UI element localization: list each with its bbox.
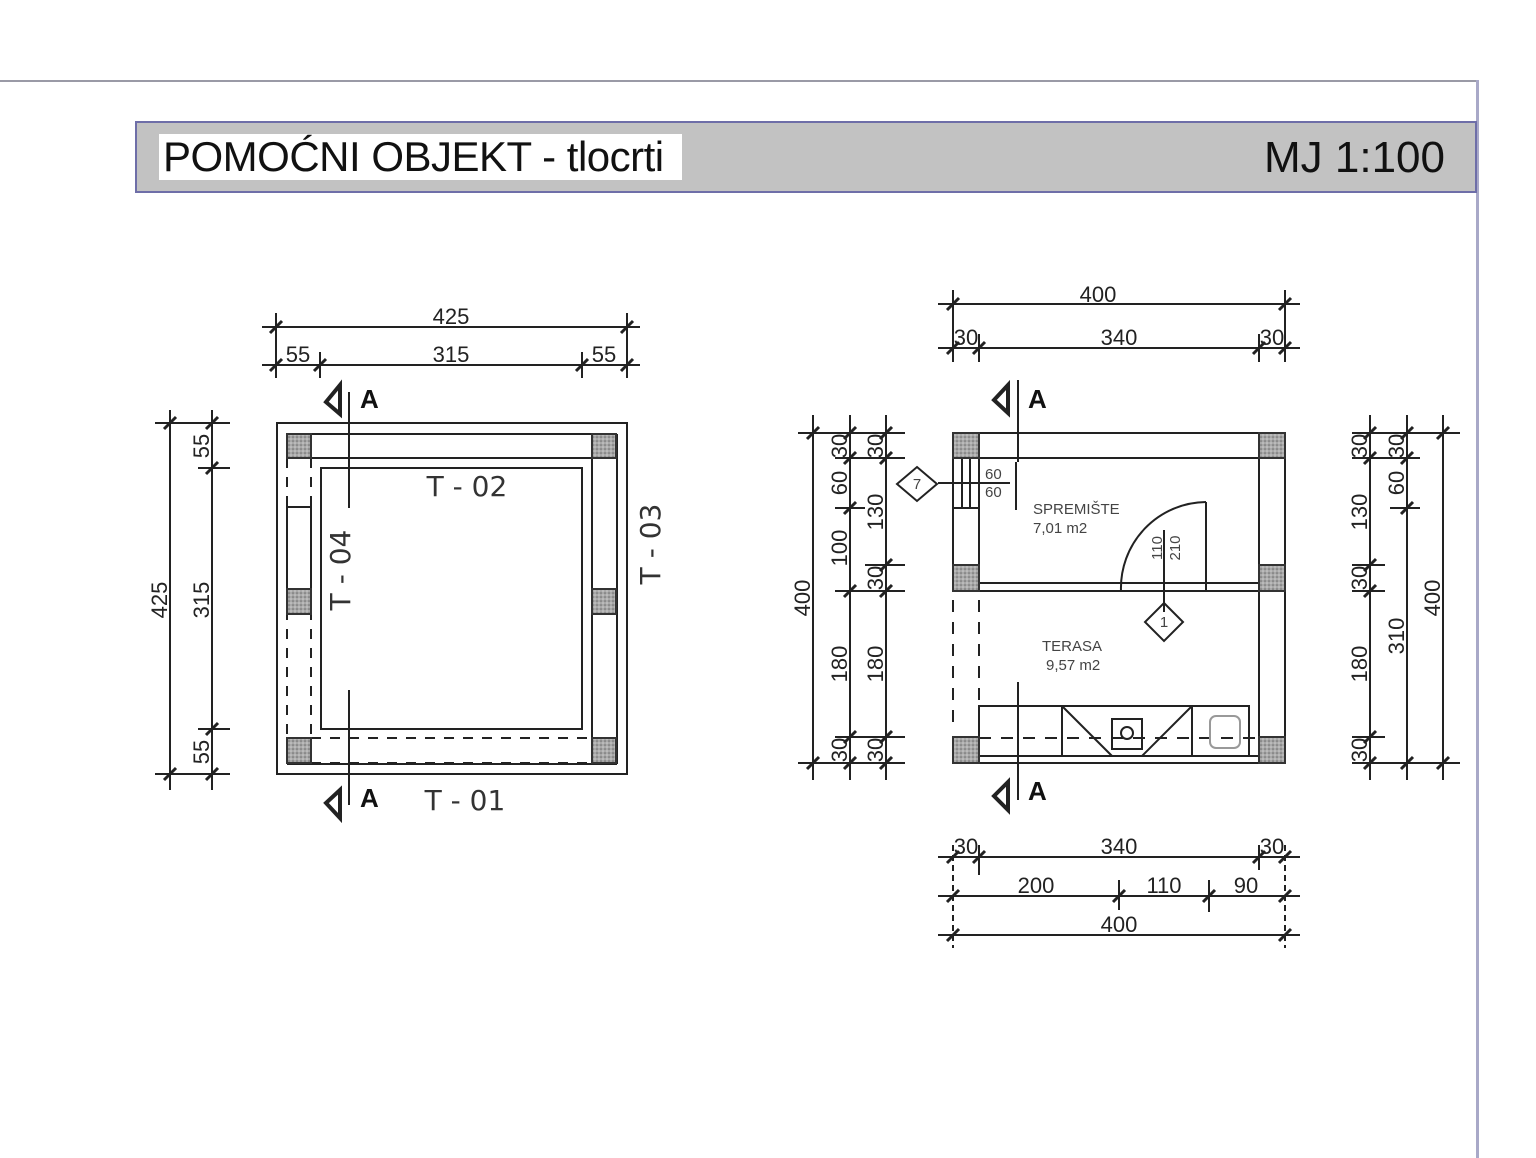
dim-right-bottom-90: 90 [1234, 873, 1258, 898]
plan-left-top-dimensions [262, 313, 640, 378]
dim-right-left-a0: 30 [827, 434, 852, 458]
plan-right-right-dimensions [1352, 415, 1460, 780]
dim-right-top-middle: 340 [1101, 325, 1138, 350]
plan-left-side-dimensions [155, 410, 230, 790]
sheet-border-top [0, 80, 1478, 82]
plan-left-columns [286, 433, 617, 764]
dim-right-left-b0: 30 [863, 434, 888, 458]
door-tag-diamond-icon [1143, 601, 1185, 643]
room-name-terasa: TERASA [1042, 638, 1102, 655]
wall-tag-t02: T - 02 [426, 470, 508, 503]
dim-right-right-overall: 400 [1420, 580, 1445, 617]
door-tag: 1 [1160, 614, 1168, 631]
dim-right-bottom-overall: 400 [1101, 912, 1138, 937]
door-height: 210 [1167, 535, 1184, 560]
dim-left-side-middle: 315 [189, 582, 214, 619]
sink-icon [1111, 718, 1143, 750]
sheet-border-right [1476, 80, 1479, 1158]
plan-right-columns [952, 432, 1286, 764]
plan-right-top-dimensions [938, 290, 1300, 362]
dim-right-top-overall: 400 [1080, 282, 1117, 307]
section-mark-top: A [360, 384, 379, 414]
dim-right-left-a4: 30 [827, 738, 852, 762]
room-area-spremiste: 7,01 m2 [1033, 520, 1087, 537]
room-area-terasa: 9,57 m2 [1046, 657, 1100, 674]
dim-left-side-top: 55 [189, 434, 214, 458]
dim-left-top-overall: 425 [433, 304, 470, 329]
section-arrow-bottom-icon [323, 785, 342, 824]
dim-left-top-left: 55 [286, 342, 310, 367]
plan-right-bottom-dimensions [938, 845, 1300, 948]
wall-tag-t03: T - 03 [634, 504, 667, 586]
plan-right [798, 290, 1460, 948]
dim-right-top-right: 30 [1260, 325, 1284, 350]
dim-right-left-b4: 30 [863, 738, 888, 762]
dim-right-bottom-right: 30 [1260, 834, 1284, 859]
plan-left [155, 313, 640, 824]
dim-right-top-left: 30 [954, 325, 978, 350]
dim-right-left-b1: 130 [863, 494, 888, 531]
window-tag: 7 [913, 476, 921, 493]
door-swing-icon [1119, 501, 1207, 592]
dim-right-right-a2: 30 [1347, 566, 1372, 590]
fridge-icon [1209, 715, 1241, 749]
dim-left-top-middle: 315 [433, 342, 470, 367]
plan-right-left-dimensions [798, 415, 905, 780]
dim-right-left-a1: 60 [827, 471, 852, 495]
window-height: 60 [985, 484, 1002, 501]
dim-right-right-a1: 130 [1347, 494, 1372, 531]
window-width: 60 [985, 466, 1002, 483]
drawing-title: POMOĆNI OBJEKT - tlocrti [159, 134, 682, 180]
dim-left-side-overall: 425 [147, 582, 172, 619]
drawing-scale: MJ 1:100 [1264, 133, 1445, 182]
dim-right-right-a4: 30 [1347, 738, 1372, 762]
plan-left-outline [276, 422, 628, 775]
plan-left-labels: 425 55 315 55 425 55 315 55 T - 02 T - 0… [147, 304, 667, 817]
dim-right-left-b2: 30 [863, 566, 888, 590]
dim-right-right-b0: 30 [1384, 434, 1409, 458]
dim-right-right-b1: 60 [1384, 471, 1409, 495]
dim-right-left-a3: 180 [827, 646, 852, 683]
dim-right-right-b2: 310 [1384, 618, 1409, 655]
dim-right-bottom-200: 200 [1018, 873, 1055, 898]
dim-right-left-a2: 100 [827, 530, 852, 567]
dim-right-bottom-110: 110 [1146, 873, 1181, 898]
dim-left-top-right: 55 [592, 342, 616, 367]
dim-left-side-bottom: 55 [189, 740, 214, 764]
section-arrow-top-icon [323, 379, 342, 419]
room-name-spremiste: SPREMIŠTE [1033, 501, 1120, 518]
wall-tag-t01: T - 01 [424, 784, 506, 817]
section-arrow-right-bottom-icon [991, 777, 1010, 815]
window-tag-diamond-icon [895, 465, 939, 503]
section-mark-bottom: A [360, 783, 379, 813]
door-width: 110 [1149, 536, 1166, 560]
dim-right-right-a3: 180 [1347, 646, 1372, 683]
dim-right-bottom-middle: 340 [1101, 834, 1138, 859]
wall-tag-t04: T - 04 [324, 530, 357, 612]
dim-right-bottom-left: 30 [954, 834, 978, 859]
dim-right-left-b3: 180 [863, 646, 888, 683]
dim-right-right-a0: 30 [1347, 434, 1372, 458]
section-mark-right-bottom: A [1028, 776, 1047, 806]
plan-right-labels: 400 30 340 30 400 30 60 100 180 30 30 13… [790, 282, 1445, 937]
section-arrow-right-top-icon [991, 379, 1010, 418]
dim-right-left-overall: 400 [790, 580, 815, 617]
title-block: POMOĆNI OBJEKT - tlocrti MJ 1:100 [135, 121, 1477, 193]
section-mark-right-top: A [1028, 384, 1047, 414]
